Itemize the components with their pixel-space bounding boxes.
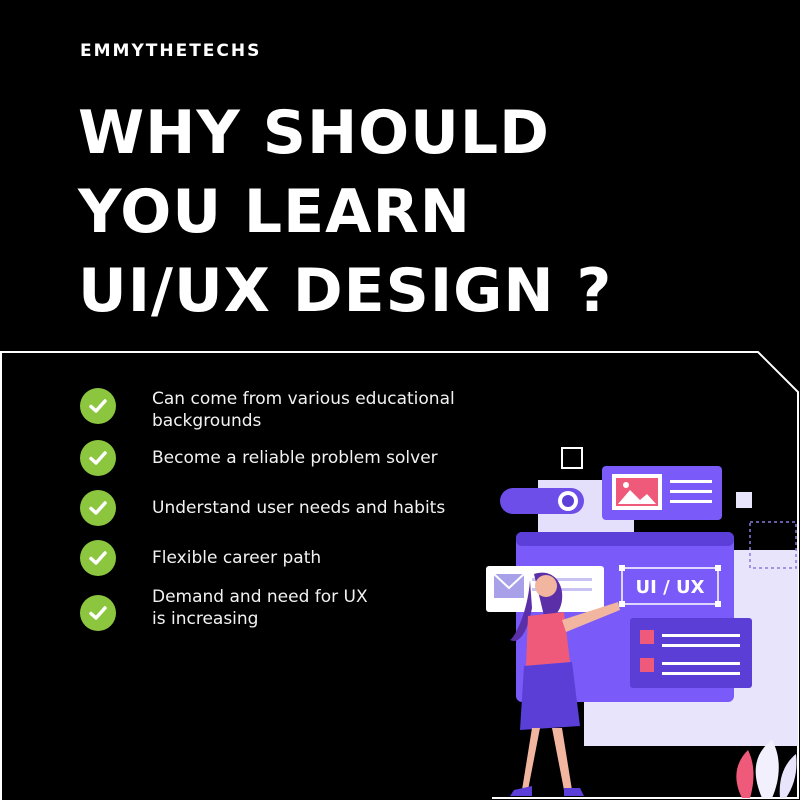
benefit-item: Understand user needs and habits: [80, 490, 492, 526]
benefit-text-line: Flexible career path: [152, 548, 322, 568]
check-icon: [80, 440, 116, 476]
check-icon: [80, 540, 116, 576]
list-card: [630, 618, 752, 688]
headline-line-1: WHY SHOULD: [78, 98, 550, 168]
toggle-icon: [500, 488, 584, 514]
benefit-text-line: backgrounds: [152, 411, 262, 431]
ui-ux-illustration: UI / UX: [486, 447, 798, 798]
benefit-item: Can come from various educational backgr…: [80, 388, 492, 432]
outline-square-decoration: [659, 721, 681, 743]
benefit-item: Flexible career path: [80, 540, 492, 576]
benefit-item: Become a reliable problem solver: [80, 440, 492, 476]
check-icon: [80, 388, 116, 424]
headline-line-3: UI/UX DESIGN ?: [78, 256, 613, 326]
brand-name: EMMYTHETECHS: [80, 41, 262, 61]
benefit-text: Become a reliable problem solver: [152, 440, 492, 469]
benefit-text-line: is increasing: [152, 609, 259, 629]
square-decoration: [736, 492, 752, 508]
ui-ux-label-frame: [621, 567, 719, 605]
image-icon: [616, 478, 658, 506]
benefit-text-line: Demand and need for UX: [152, 587, 368, 607]
benefit-text-line: Understand user needs and habits: [152, 498, 446, 518]
headline-line-2: YOU LEARN: [78, 177, 471, 247]
benefit-item: Demand and need for UX is increasing: [80, 587, 492, 631]
benefit-text: Can come from various educational backgr…: [152, 388, 492, 432]
benefit-text-line: Can come from various educational: [152, 389, 455, 409]
image-card: [602, 466, 722, 520]
headline: WHY SHOULD YOU LEARN UI/UX DESIGN ?: [78, 94, 612, 331]
benefit-text: Understand user needs and habits: [152, 490, 492, 519]
dashed-frame-decoration: [749, 521, 797, 569]
check-icon: [80, 490, 116, 526]
benefit-text: Demand and need for UX is increasing: [152, 586, 492, 630]
ui-ux-label: UI / UX: [636, 577, 705, 598]
outline-square-decoration: [561, 447, 583, 469]
woman-figure: [510, 572, 620, 796]
check-icon: [80, 595, 116, 631]
benefit-text: Flexible career path: [152, 540, 492, 569]
benefit-text-line: Become a reliable problem solver: [152, 448, 438, 468]
leaf-icon: [736, 740, 797, 798]
